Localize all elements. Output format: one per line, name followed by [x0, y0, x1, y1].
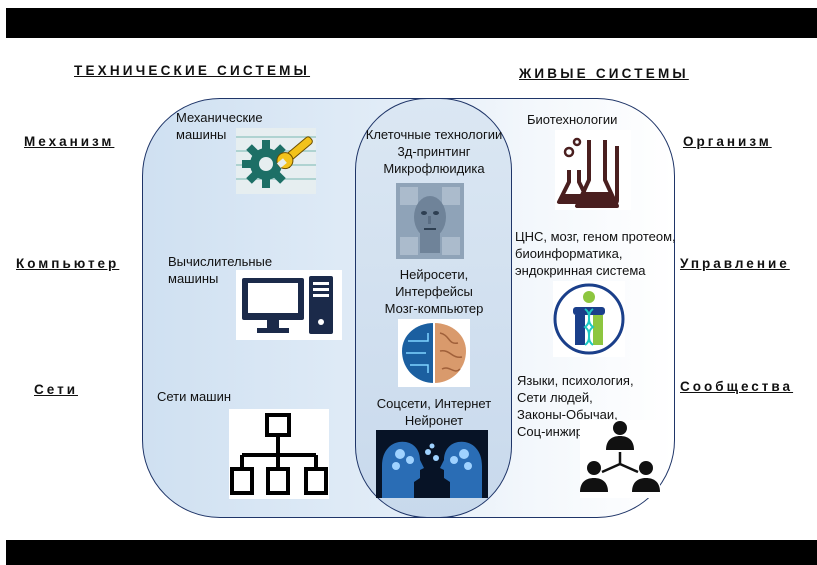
cns-brain-label: ЦНС, мозг, геном протеом, биоинформатика… — [515, 229, 676, 278]
brain-chip-icon — [398, 319, 470, 387]
gear-wrench-icon — [236, 128, 316, 194]
bottom-black-bar — [6, 540, 817, 565]
mechanical-machines-label: Механические машины — [176, 110, 263, 142]
biotechnologies-label: Биотехнологии — [527, 112, 618, 127]
left-label-networks: Сети — [34, 382, 78, 397]
social-networks-label: Соцсети, Интернет Нейронет — [376, 396, 492, 428]
right-label-control: Управление — [680, 256, 790, 271]
left-label-computer: Компьютер — [16, 256, 120, 271]
dna-human-icon — [553, 281, 625, 357]
connected-heads-icon — [376, 430, 488, 498]
cell-technologies-label: Клеточные технологии 3д-принтинг Микрофл… — [365, 127, 503, 176]
neural-networks-label: Нейросети, Интерфейсы Мозг-компьютер — [384, 267, 484, 316]
top-black-bar — [6, 8, 817, 38]
right-label-organism: Организм — [683, 134, 772, 149]
computing-machines-label: Вычислительные машины — [168, 254, 273, 286]
people-network-icon — [580, 420, 660, 498]
technical-systems-title: ТЕХНИЧЕСКИЕ СИСТЕМЫ — [74, 63, 311, 78]
lab-flasks-icon — [555, 130, 631, 210]
network-hierarchy-icon — [229, 409, 329, 499]
desktop-computer-icon — [236, 270, 342, 340]
living-systems-title: ЖИВЫЕ СИСТЕМЫ — [519, 66, 689, 81]
languages-psychology-label: Языки, психология, Сети людей, Законы-Об… — [517, 373, 634, 439]
right-label-communities: Сообщества — [680, 379, 794, 394]
puzzle-head-icon — [396, 183, 464, 259]
machine-networks-label: Сети машин — [157, 389, 232, 404]
left-label-mechanism: Механизм — [24, 134, 115, 149]
